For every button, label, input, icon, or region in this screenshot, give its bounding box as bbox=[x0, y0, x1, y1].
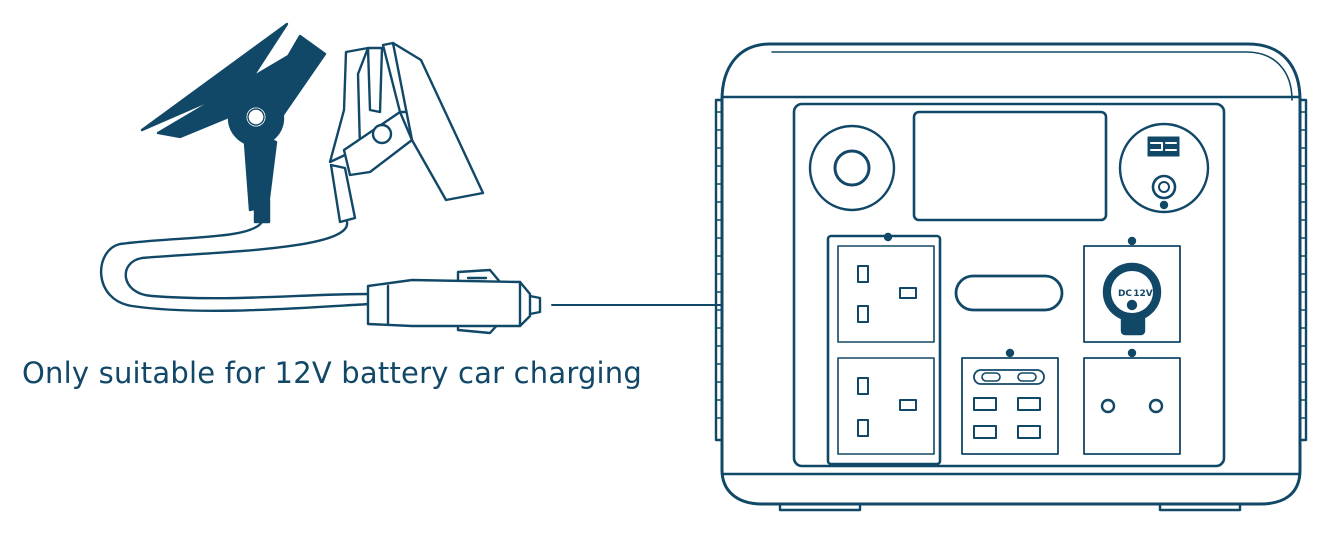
dark-clamp bbox=[140, 22, 327, 224]
light-bar bbox=[954, 274, 1064, 312]
power-station-icon: DC 12V bbox=[714, 42, 1308, 512]
voltage-label: 12V bbox=[1133, 289, 1153, 299]
clamp-cable bbox=[99, 220, 372, 313]
round-pin-outlet bbox=[1083, 348, 1181, 455]
display-screen bbox=[912, 110, 1108, 222]
power-button bbox=[808, 124, 896, 212]
dc-label: DC bbox=[1118, 289, 1132, 299]
light-clamp bbox=[328, 41, 485, 224]
battery-clamp-icon bbox=[99, 22, 485, 313]
caption-text: Only suitable for 12V battery car chargi… bbox=[22, 356, 642, 390]
usb-ports bbox=[961, 348, 1059, 455]
ac-outlets bbox=[826, 232, 942, 466]
dc-12v-socket: DC 12V bbox=[1083, 236, 1181, 343]
car-charger-plug-icon bbox=[366, 268, 542, 335]
dc-small-port bbox=[1118, 122, 1210, 214]
